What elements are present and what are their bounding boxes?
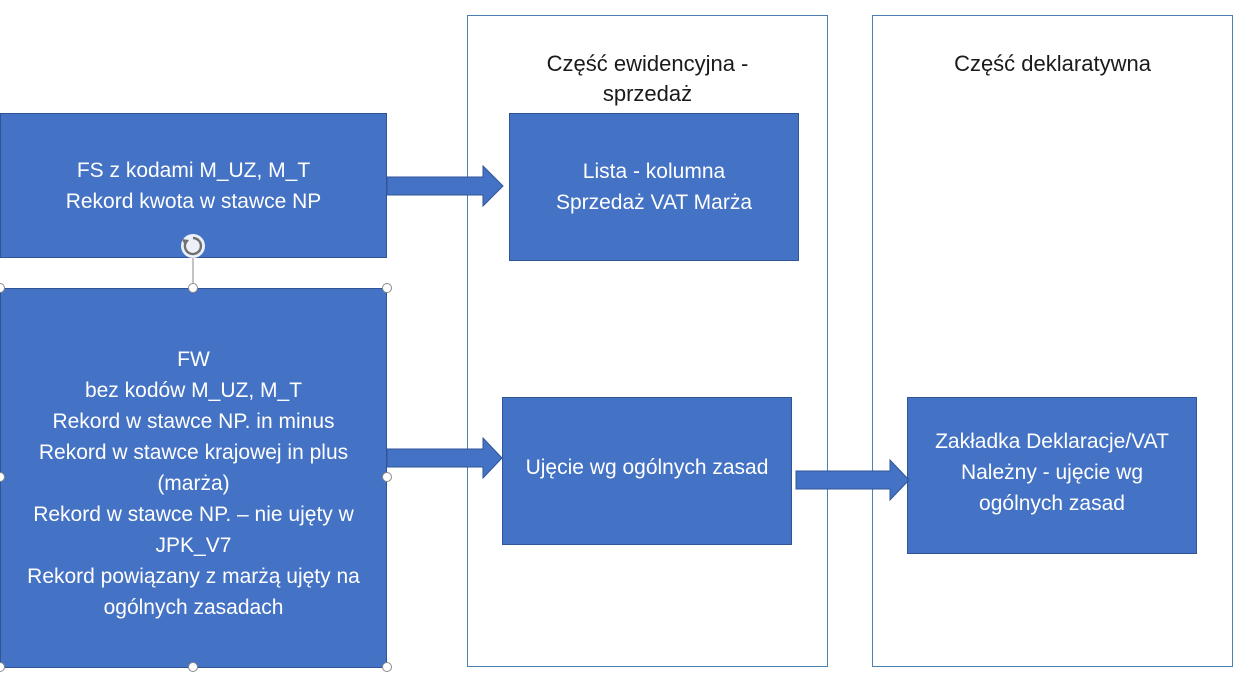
column-deklaratywna-title: Część deklaratywna [954, 51, 1151, 76]
lista-box[interactable]: Lista - kolumna Sprzedaż VAT Marża [509, 113, 799, 261]
ujecie-box-text: Ujęcie wg ogólnych zasad [525, 455, 769, 479]
fs-box-text: FS z kodami M_UZ, M_T Rekord kwota w sta… [65, 158, 322, 213]
selection-handle-middle-right[interactable] [382, 472, 392, 482]
arrow-fs-to-lista [386, 164, 504, 208]
selection-handle-bottom-right[interactable] [382, 662, 392, 672]
selection-handle-top-right[interactable] [382, 283, 392, 293]
selection-handle-bottom-middle[interactable] [188, 662, 198, 672]
arrow-fw-to-ujecie [386, 436, 503, 480]
fw-box[interactable]: FW bez kodów M_UZ, M_T Rekord w stawce N… [0, 288, 387, 668]
ujecie-box[interactable]: Ujęcie wg ogólnych zasad [502, 397, 792, 545]
arrow-ujecie-to-zakladka [795, 458, 910, 502]
column-ewidencyjna-title: Część ewidencyjna - sprzedaż [546, 51, 749, 106]
lista-box-text: Lista - kolumna Sprzedaż VAT Marża [555, 160, 753, 214]
fw-box-text: FW bez kodów M_UZ, M_T Rekord w stawce N… [27, 347, 360, 619]
rotate-handle-icon[interactable] [180, 233, 206, 259]
zakladka-box[interactable]: Zakładka Deklaracje/VAT Należny - ujęcie… [907, 397, 1197, 554]
column-deklaratywna [872, 15, 1233, 667]
zakladka-box-text: Zakładka Deklaracje/VAT Należny - ujęcie… [935, 430, 1169, 515]
selection-handle-top-middle[interactable] [188, 283, 198, 293]
fs-box[interactable]: FS z kodami M_UZ, M_T Rekord kwota w sta… [0, 113, 387, 258]
